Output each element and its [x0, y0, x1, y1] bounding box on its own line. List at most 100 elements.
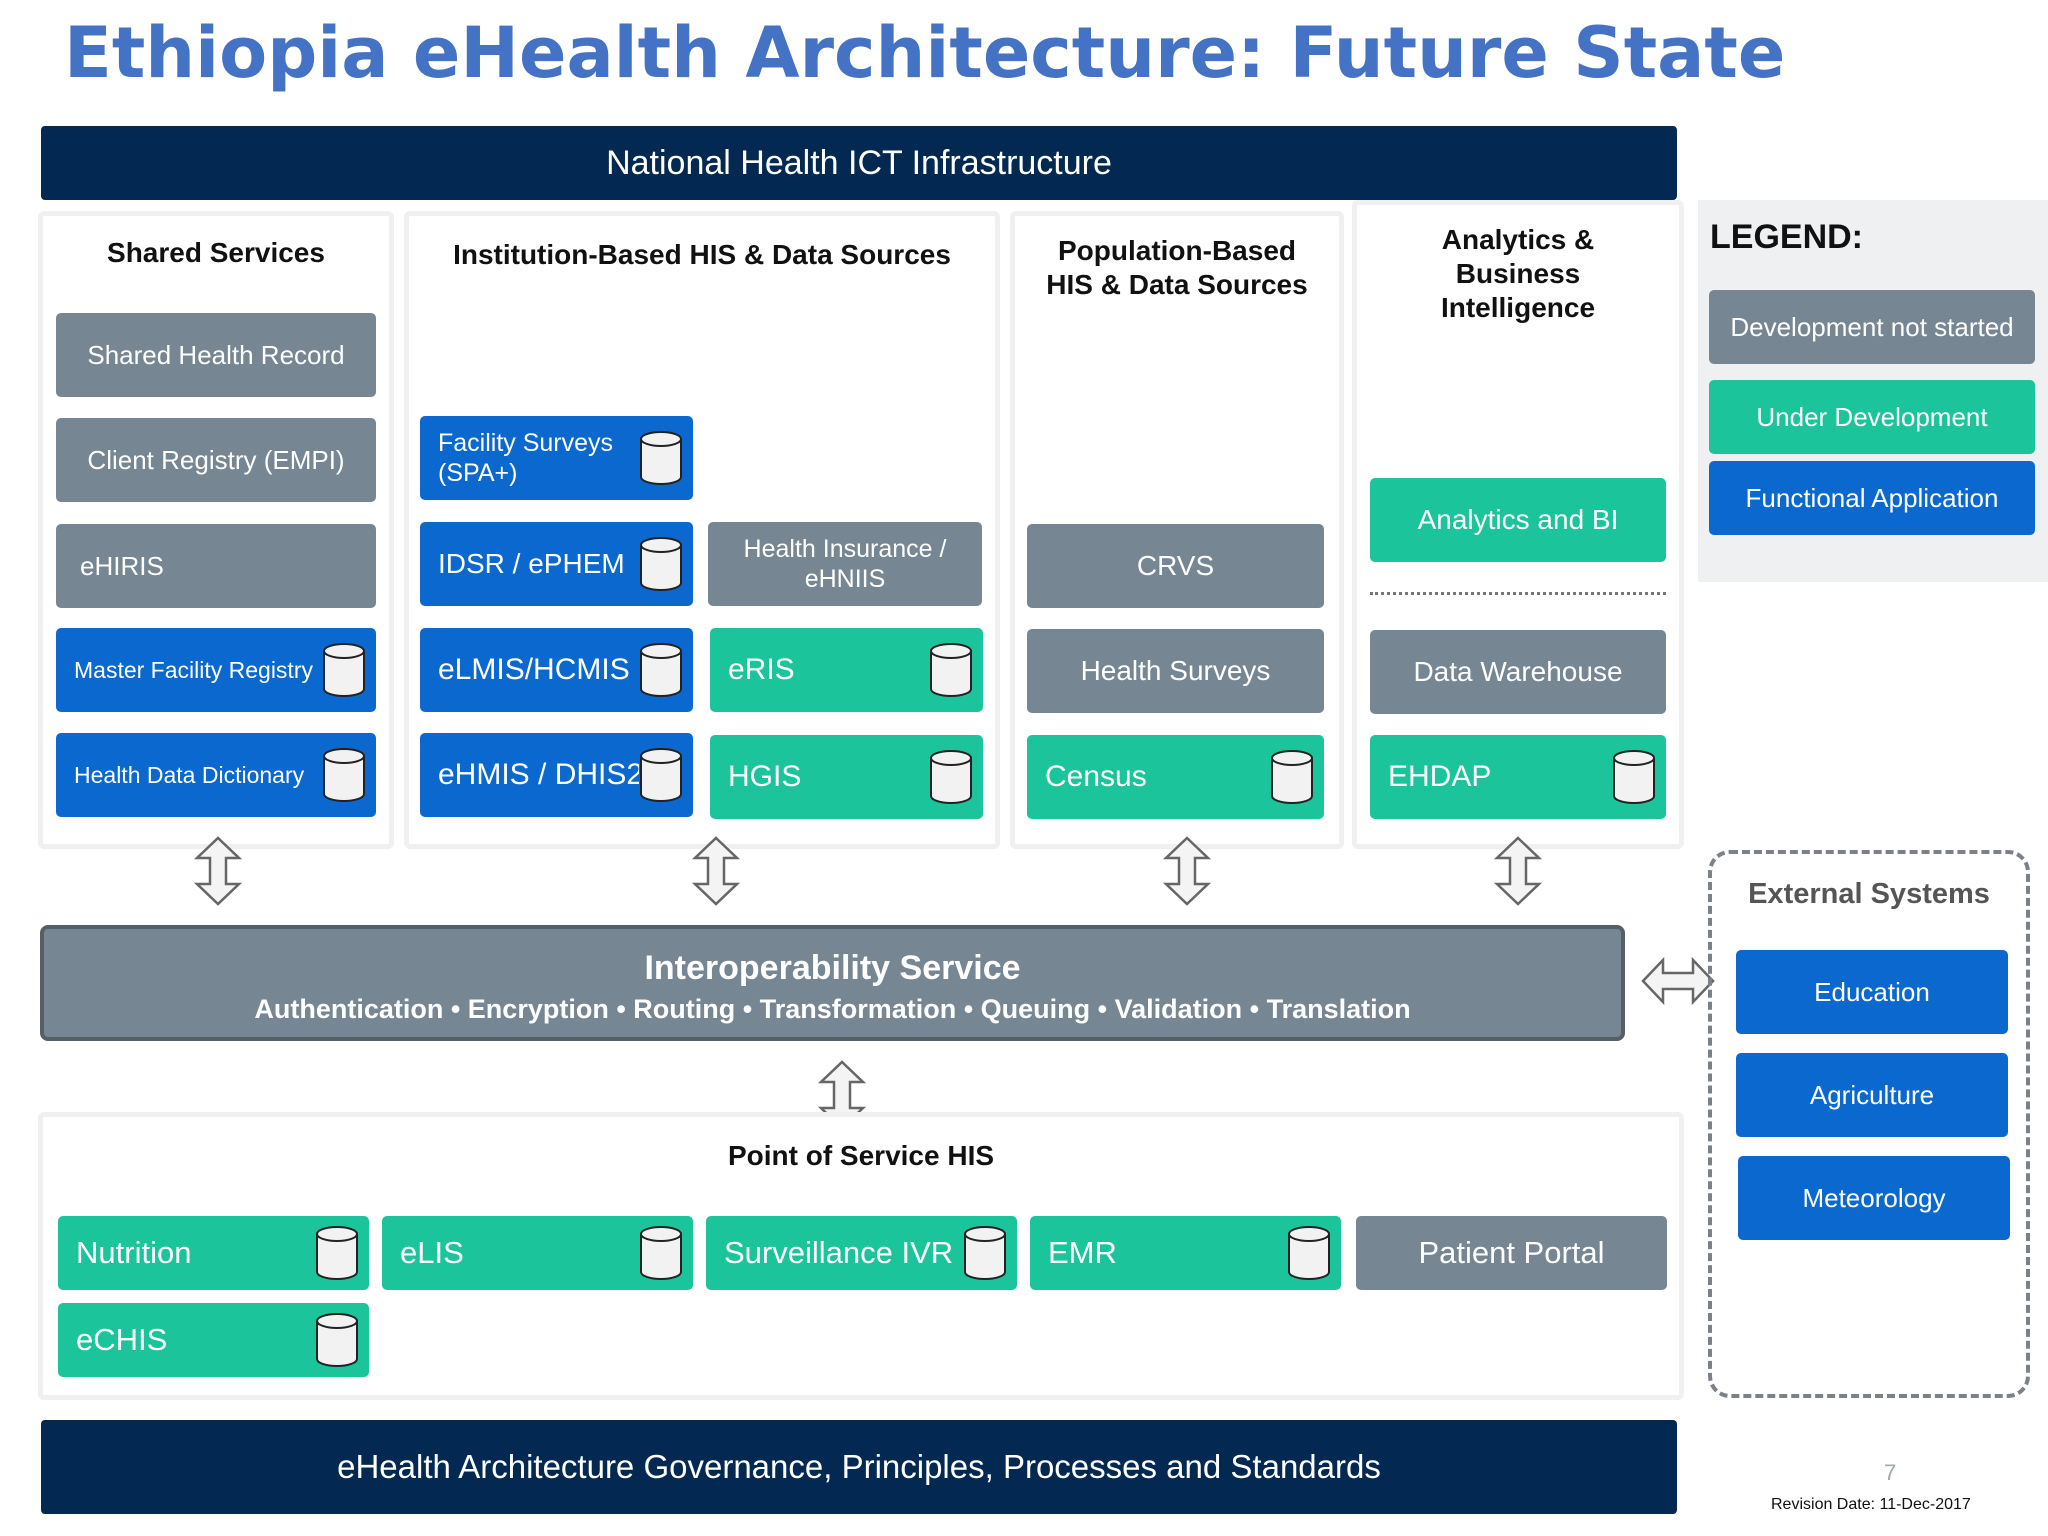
legend-label: Development not started: [1730, 311, 2014, 342]
box-label: IDSR / ePHEM: [438, 548, 625, 579]
bidirectional-arrow-icon: [193, 836, 243, 906]
box-label: Analytics and BI: [1417, 504, 1619, 535]
meteorology-box[interactable]: Meteorology: [1738, 1156, 2010, 1240]
crvs-box[interactable]: CRVS: [1027, 524, 1324, 608]
panel-title-line2: Business: [1455, 258, 1581, 289]
box-label: Client Registry (EMPI): [87, 444, 345, 475]
external-systems-panel: External Systems: [1708, 850, 2030, 1398]
health-surveys-box[interactable]: Health Surveys: [1027, 629, 1324, 713]
interop-title: Interoperability Service: [644, 949, 1021, 987]
database-icon: [930, 643, 972, 697]
box-label: EMR: [1048, 1235, 1117, 1270]
horizontal-bidirectional-arrow-icon: [1641, 956, 1715, 1006]
box-label: Health Data Dictionary: [74, 761, 305, 788]
panel-title-line1: Population-Based: [1057, 235, 1296, 266]
box-label: Meteorology: [1802, 1182, 1946, 1213]
box-label: eLIS: [400, 1235, 464, 1270]
panel-title-line1: Analytics &: [1441, 224, 1595, 255]
revision-date: Revision Date: 11-Dec-2017: [1771, 1496, 1971, 1513]
emr-box[interactable]: EMR: [1030, 1216, 1341, 1290]
ehdap-box[interactable]: EHDAP: [1370, 735, 1666, 819]
database-icon: [930, 750, 972, 804]
box-label: CRVS: [1136, 550, 1215, 581]
database-icon: [964, 1226, 1006, 1280]
database-icon: [316, 1313, 358, 1367]
box-label: Facility Surveys (SPA+): [438, 429, 614, 487]
database-icon: [316, 1226, 358, 1280]
bidirectional-arrow-icon: [691, 836, 741, 906]
page-title: Ethiopia eHealth Architecture: Future St…: [64, 12, 1786, 94]
bidirectional-arrow-icon: [1493, 836, 1543, 906]
education-box[interactable]: Education: [1736, 950, 2008, 1034]
external-systems-title: External Systems: [1748, 878, 1990, 910]
database-icon: [323, 748, 365, 802]
box-label: eCHIS: [76, 1322, 168, 1357]
database-icon: [640, 431, 682, 485]
legend-label: Functional Application: [1745, 482, 1999, 513]
surveillance-ivr-box[interactable]: Surveillance IVR: [706, 1216, 1017, 1290]
master-facility-registry-box[interactable]: Master Facility Registry: [56, 628, 376, 712]
database-icon: [1288, 1226, 1330, 1280]
health-data-dictionary-box[interactable]: Health Data Dictionary: [56, 733, 376, 817]
box-label: eLMIS/HCMIS: [438, 653, 630, 686]
box-label: Health Surveys: [1080, 655, 1271, 686]
idsr-ephem-box[interactable]: IDSR / ePHEM: [420, 522, 693, 606]
legend-functional: Functional Application: [1709, 461, 2035, 535]
box-label: EHDAP: [1388, 760, 1492, 793]
box-label: eHMIS / DHIS2: [438, 758, 639, 791]
box-label: Surveillance IVR: [724, 1235, 954, 1270]
panel-title-line2: HIS & Data Sources: [1046, 269, 1308, 300]
database-icon: [640, 1226, 682, 1280]
box-label: Data Warehouse: [1413, 656, 1623, 687]
echis-box[interactable]: eCHIS: [58, 1303, 369, 1377]
hgis-box[interactable]: HGIS: [710, 735, 983, 819]
database-icon: [640, 748, 682, 802]
analytics-and-bi-box[interactable]: Analytics and BI: [1370, 478, 1666, 562]
legend-not-started: Development not started: [1709, 290, 2035, 364]
box-label: Agriculture: [1809, 1079, 1935, 1110]
patient-portal-box[interactable]: Patient Portal: [1356, 1216, 1667, 1290]
box-label: HGIS: [728, 760, 802, 793]
box-label: Patient Portal: [1418, 1235, 1605, 1270]
interoperability-service-bar: Interoperability Service Authentication …: [40, 925, 1625, 1041]
panel-title: Institution-Based HIS & Data Sources: [453, 239, 951, 270]
client-registry-box[interactable]: Client Registry (EMPI): [56, 418, 376, 502]
database-icon: [1613, 750, 1655, 804]
box-label: Shared Health Record: [87, 339, 345, 370]
page-number: 7: [1884, 1460, 1897, 1485]
legend-title: LEGEND:: [1710, 218, 1863, 256]
box-label: eHIRIS: [80, 550, 164, 581]
agriculture-box[interactable]: Agriculture: [1736, 1053, 2008, 1137]
facility-surveys-box[interactable]: Facility Surveys (SPA+): [420, 416, 693, 500]
data-warehouse-box[interactable]: Data Warehouse: [1370, 630, 1666, 714]
ehiris-box[interactable]: eHIRIS: [56, 524, 376, 608]
elmis-hcmis-box[interactable]: eLMIS/HCMIS: [420, 628, 693, 712]
panel-title: Shared Services: [107, 237, 325, 268]
panel-title: Point of Service HIS: [727, 1140, 995, 1171]
dotted-divider: [1370, 592, 1666, 595]
box-label: Education: [1814, 976, 1930, 1007]
box-label: Master Facility Registry: [74, 656, 313, 683]
legend-label: Under Development: [1756, 401, 1988, 432]
legend-under-development: Under Development: [1709, 380, 2035, 454]
nutrition-box[interactable]: Nutrition: [58, 1216, 369, 1290]
box-label: Nutrition: [76, 1235, 192, 1270]
panel-title-line3: Intelligence: [1440, 292, 1596, 323]
interop-subtitle: Authentication • Encryption • Routing • …: [254, 994, 1411, 1024]
bidirectional-arrow-icon: [1162, 836, 1212, 906]
governance-bar: eHealth Architecture Governance, Princip…: [41, 1420, 1677, 1514]
elis-box[interactable]: eLIS: [382, 1216, 693, 1290]
shared-health-record-box[interactable]: Shared Health Record: [56, 313, 376, 397]
database-icon: [640, 537, 682, 591]
census-box[interactable]: Census: [1027, 735, 1324, 819]
national-health-ict-bar: National Health ICT Infrastructure: [41, 126, 1677, 200]
ehmis-dhis2-box[interactable]: eHMIS / DHIS2: [420, 733, 693, 817]
database-icon: [323, 643, 365, 697]
box-label: Health Insurance / eHNIIS: [743, 535, 947, 593]
database-icon: [640, 643, 682, 697]
database-icon: [1271, 750, 1313, 804]
box-label: eRIS: [728, 653, 795, 686]
box-label: Census: [1045, 760, 1147, 793]
eris-box[interactable]: eRIS: [710, 628, 983, 712]
health-insurance-box[interactable]: Health Insurance / eHNIIS: [708, 522, 982, 606]
